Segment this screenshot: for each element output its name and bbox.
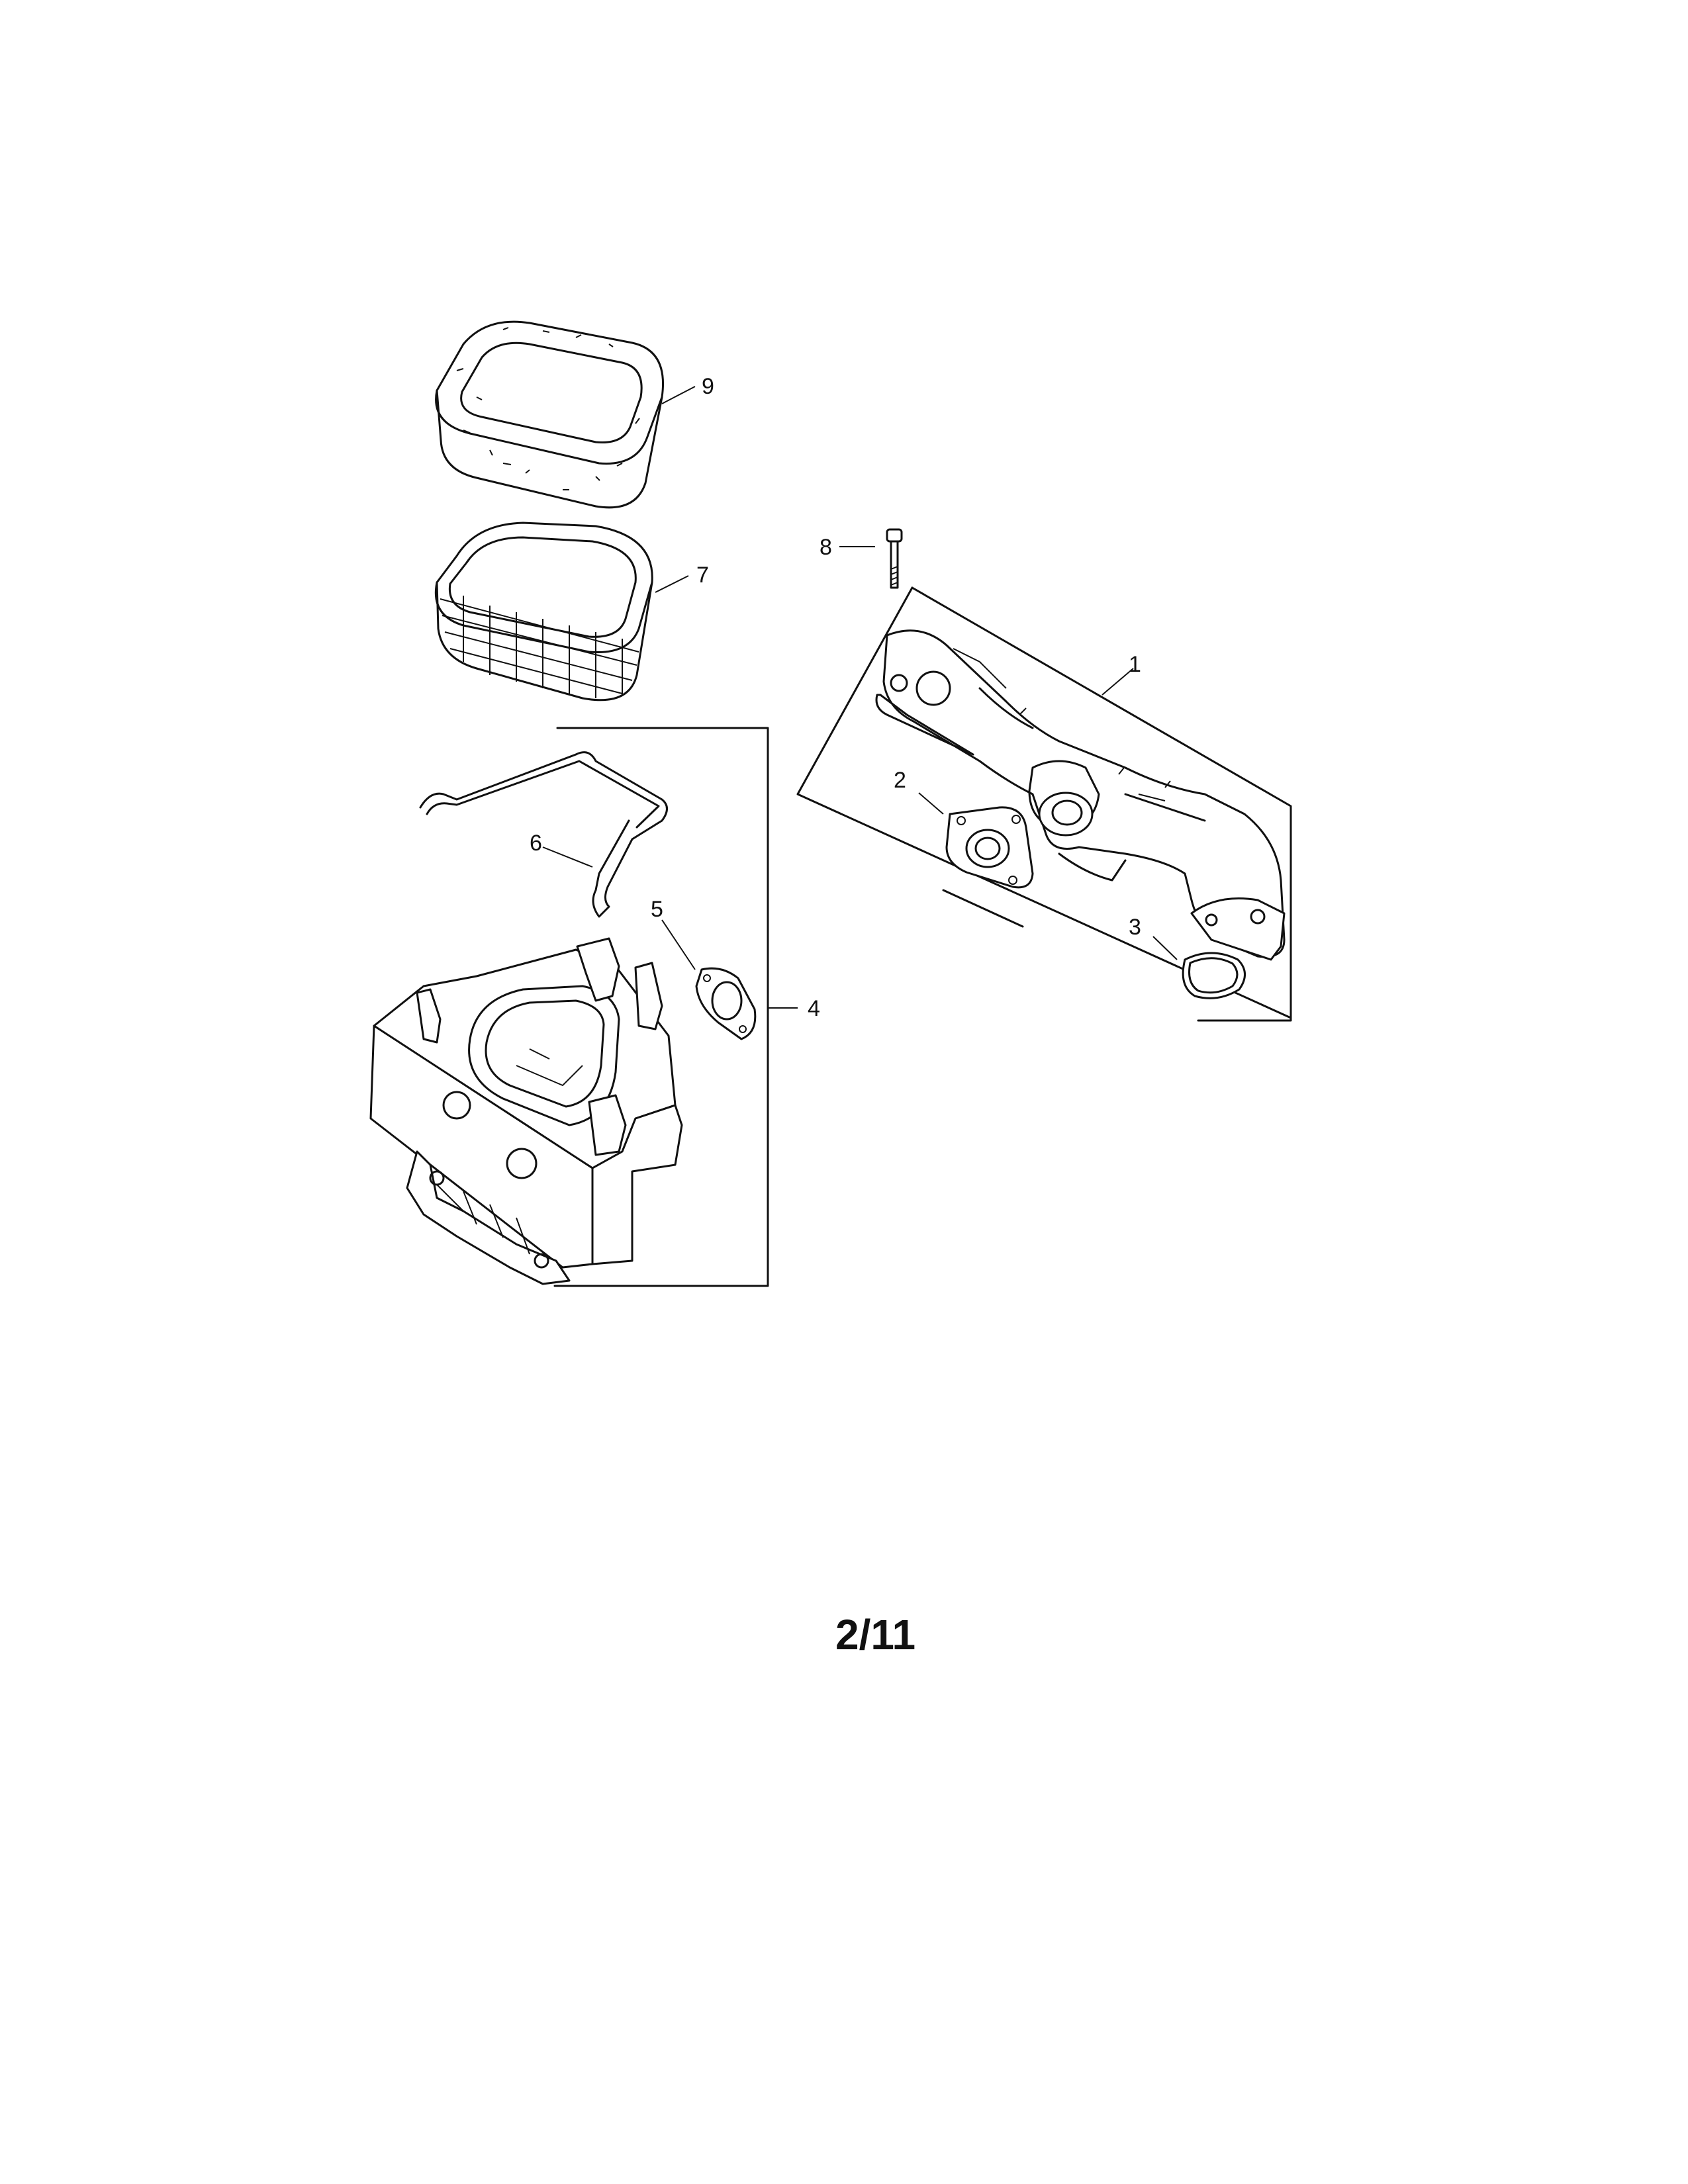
leader-3 xyxy=(1152,936,1178,960)
callout-4: 4 xyxy=(808,996,820,1021)
leader-5 xyxy=(661,919,696,970)
part-3-o-ring xyxy=(1182,952,1246,999)
leader-1 xyxy=(1102,668,1134,696)
page-number: 2/11 xyxy=(835,1611,915,1659)
part-2-gasket xyxy=(945,806,1034,889)
part-6-wire-retainer xyxy=(419,751,668,918)
leader-9 xyxy=(661,386,696,404)
callout-2: 2 xyxy=(894,768,906,793)
callout-1: 1 xyxy=(1129,652,1141,677)
callout-6: 6 xyxy=(530,831,542,856)
callout-8: 8 xyxy=(820,535,832,560)
part-8-screw xyxy=(886,528,903,589)
callout-9: 9 xyxy=(702,374,714,399)
part-1-intake-manifold xyxy=(875,629,1286,961)
leader-7 xyxy=(655,575,689,593)
leader-6 xyxy=(542,846,593,868)
part-9-pre-cleaner xyxy=(435,320,664,509)
callout-3: 3 xyxy=(1129,915,1141,940)
leader-2 xyxy=(918,792,944,815)
callout-5: 5 xyxy=(651,897,663,922)
part-7-air-filter xyxy=(434,522,653,702)
callout-7: 7 xyxy=(696,563,709,588)
bracket-4 xyxy=(553,727,769,1287)
part-4-air-cleaner-base xyxy=(369,937,683,1285)
part-5-gasket xyxy=(695,967,757,1040)
